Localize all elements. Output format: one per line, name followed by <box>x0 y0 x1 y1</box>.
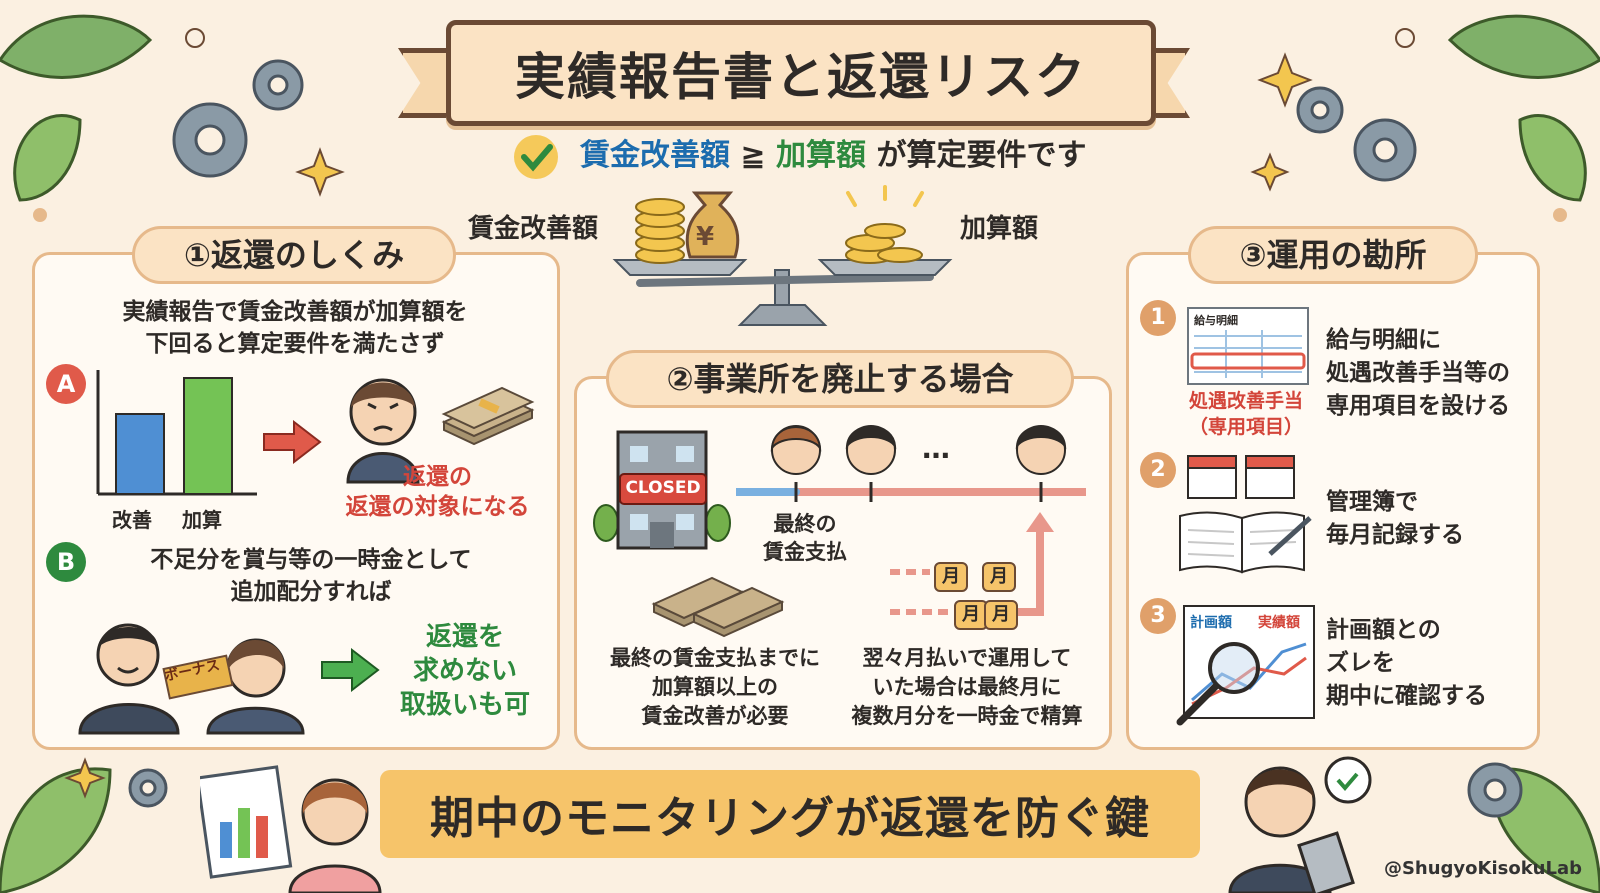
badge-a: A <box>46 364 86 404</box>
result-line: 返還の <box>403 464 472 490</box>
improvement-bar <box>115 413 165 495</box>
plan-vs-actual-chart-icon <box>1176 605 1315 726</box>
panel1-title: ①返還のしくみ <box>132 226 456 284</box>
right-text-line: いた場合は最終月に <box>872 675 1062 699</box>
tip3-line: 期中に確認する <box>1326 683 1487 709</box>
presenter-with-tablet-icon <box>1228 756 1372 893</box>
sparkle-icon <box>64 52 1313 799</box>
right-text-line: 複数月分を一時金で精算 <box>851 704 1083 728</box>
chart-label-actual: 実績額 <box>1258 615 1300 631</box>
month-chip: 月 <box>982 562 1016 592</box>
b-text-line: 不足分を賞与等の一時金として <box>150 547 472 573</box>
scale-right-label: 加算額 <box>960 214 1039 244</box>
gear-icon <box>128 59 1523 818</box>
bottom-key-message: 期中のモニタリングが返還を防ぐ鍵 <box>380 770 1200 858</box>
tip1-line: 給与明細に <box>1326 327 1441 353</box>
b-result-line: 返還を <box>425 622 504 652</box>
worried-person-icon <box>346 378 420 484</box>
closed-building-icon <box>593 430 731 550</box>
tip-number-2: 2 <box>1140 452 1176 488</box>
tip3-text: 計画額との ズレを 期中に確認する <box>1326 614 1526 713</box>
timeline-ellipsis: … <box>922 432 950 465</box>
addition-amount-term: 加算額 <box>776 138 867 173</box>
tip-number-1: 1 <box>1140 300 1176 336</box>
leaf-icon <box>0 14 153 202</box>
arrow-right-icon <box>321 648 380 692</box>
tip2-text: 管理簿で 毎月記録する <box>1326 486 1526 552</box>
left-text-line: 最終の賃金支払までに <box>610 646 820 670</box>
tip1-text: 給与明細に 処遇改善手当等の 専用項目を設ける <box>1326 324 1526 423</box>
credit-handle: @ShugyoKisokuLab <box>1383 858 1582 879</box>
closure-left-text: 最終の賃金支払までに 加算額以上の 賃金改善が必要 <box>590 644 840 731</box>
ledger-calendar-icon <box>1179 455 1312 574</box>
right-text-line: 翌々月払いで運用して <box>862 646 1072 670</box>
timeline-icon <box>736 425 1086 502</box>
tip3-line: 計画額との <box>1326 617 1441 643</box>
result-line: 返還の対象になる <box>345 494 530 520</box>
payslip-title: 給与明細 <box>1194 314 1238 327</box>
badge-b: B <box>46 542 86 582</box>
closure-right-text: 翌々月払いで運用して いた場合は最終月に 複数月分を一時金で精算 <box>836 644 1098 731</box>
left-text-line: 加算額以上の <box>652 675 778 699</box>
tip3-line: ズレを <box>1326 650 1395 676</box>
payslip-dedicated-item: 処遇改善手当 （専用項目） <box>1166 388 1326 440</box>
result-refund-target: 返還の 返還の対象になる <box>330 462 545 522</box>
balance-scale-icon <box>612 185 953 326</box>
tip1-line: 処遇改善手当等の <box>1326 360 1510 386</box>
final-pay-line: 賃金支払 <box>763 540 847 564</box>
month-chip: 月 <box>984 600 1018 630</box>
final-pay-line: 最終の <box>773 512 837 536</box>
final-pay-label: 最終の 賃金支払 <box>760 510 850 566</box>
yen-symbol: ¥ <box>696 222 715 252</box>
bar-label-improvement: 改善 <box>112 508 152 532</box>
tip1-line: 専用項目を設ける <box>1326 393 1510 419</box>
panel1-intro: 実績報告で賃金改善額が加算額を 下回ると算定要件を満たさず <box>60 296 530 360</box>
month-chip: 月 <box>934 562 968 592</box>
intro-line: 下回ると算定要件を満たさず <box>145 331 445 357</box>
arrow-right-icon <box>263 420 322 464</box>
tip2-line: 管理簿で <box>1326 489 1418 515</box>
slip-label-line: （専用項目） <box>1188 416 1303 438</box>
closed-sign: CLOSED <box>625 478 701 498</box>
intro-line: 実績報告で賃金改善額が加算額を <box>122 299 468 325</box>
requirement-tail: が算定要件です <box>876 138 1087 173</box>
panel3-title: ③運用の勘所 <box>1188 226 1478 284</box>
money-stack-icon <box>651 576 785 638</box>
payslip-icon <box>1187 307 1309 385</box>
greater-equal-symbol: ≧ <box>740 138 766 173</box>
month-arrow-icon <box>890 512 1054 616</box>
b-result-line: 求めない <box>412 656 517 686</box>
panel2-title: ②事業所を廃止する場合 <box>606 350 1074 408</box>
requirement-statement: 賃金改善額 ≧ 加算額 が算定要件です <box>0 130 1600 179</box>
b-text-line: 追加配分すれば <box>230 579 392 605</box>
scale-left-label: 賃金改善額 <box>468 214 599 244</box>
bar-comparison-chart <box>96 370 257 496</box>
leaf-icon <box>0 767 112 893</box>
slip-label-line: 処遇改善手当 <box>1188 390 1303 412</box>
addition-bar <box>183 377 233 495</box>
check-icon <box>513 134 558 179</box>
bar-label-addition: 加算 <box>182 508 222 532</box>
panel1-b-text: 不足分を賞与等の一時金として 追加配分すれば <box>96 544 526 608</box>
b-result-line: 取扱いも可 <box>399 690 530 720</box>
page-title: 実績報告書と返還リスク <box>446 20 1156 126</box>
tip2-line: 毎月記録する <box>1326 522 1464 548</box>
result-no-refund: 返還を 求めない 取扱いも可 <box>390 620 540 722</box>
chart-label-plan: 計画額 <box>1190 615 1232 631</box>
presenter-with-chart-icon <box>200 765 382 893</box>
wage-improvement-term: 賃金改善額 <box>579 138 730 173</box>
money-stack-icon <box>441 386 535 446</box>
left-text-line: 賃金改善が必要 <box>641 704 789 728</box>
bonus-handover-icon <box>78 623 305 735</box>
month-chip: 月 <box>954 600 988 630</box>
leaf-icon <box>1447 14 1600 202</box>
tip-number-3: 3 <box>1140 598 1176 634</box>
